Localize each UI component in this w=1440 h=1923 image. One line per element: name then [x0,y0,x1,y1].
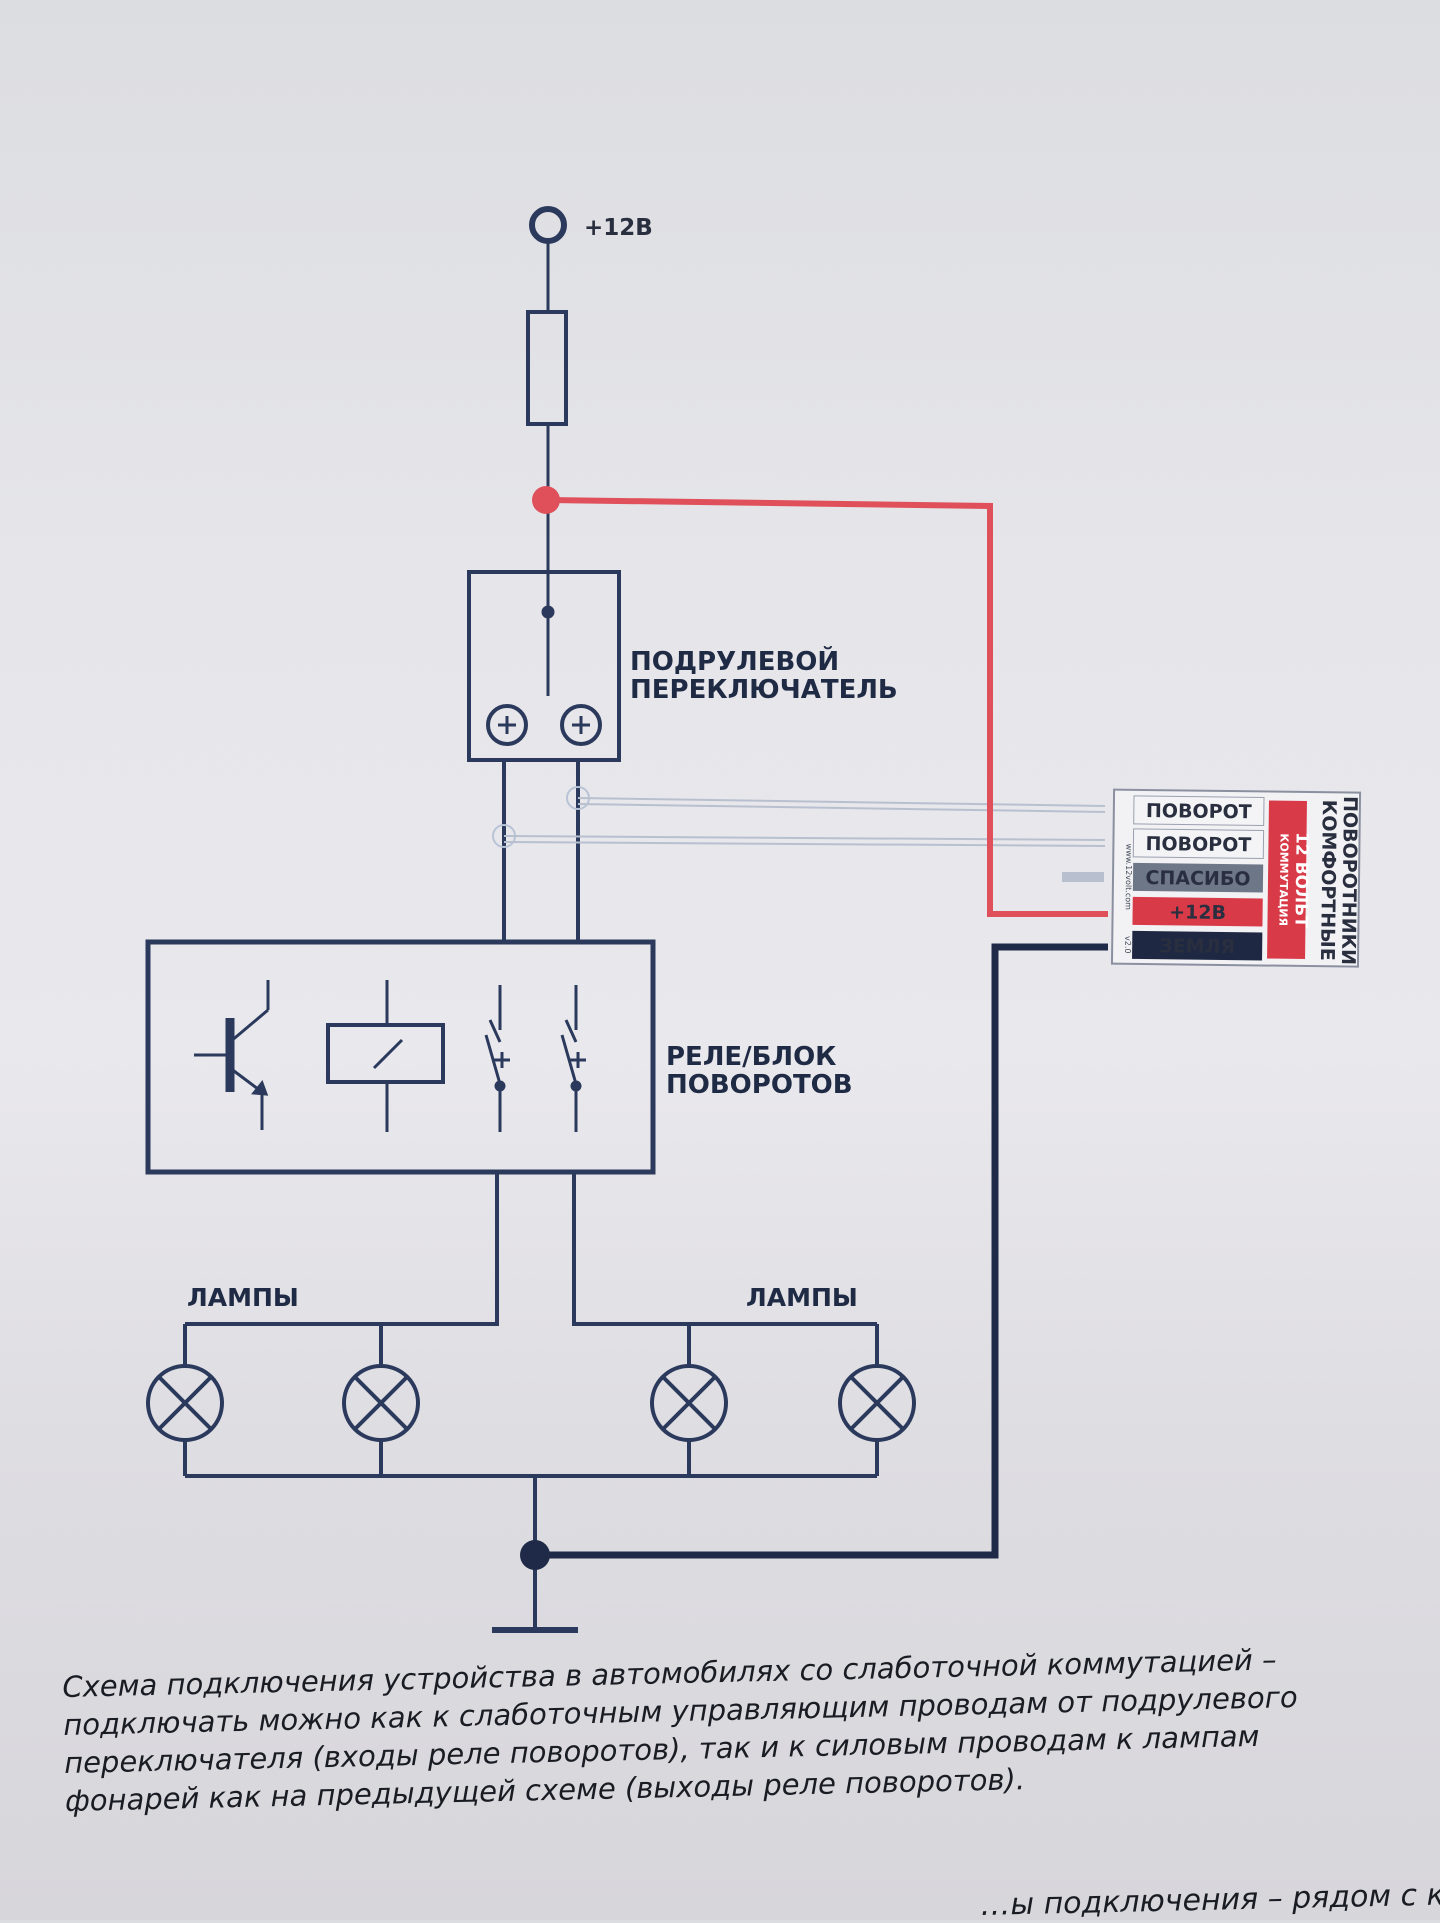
module-label: ПОВОРОТ ПОВОРОТ СПАСИБО +12В ЗЕМЛЯ www.1… [1110,788,1362,968]
switch-contact-right-icon [560,704,602,746]
steering-switch-box [467,570,621,762]
relay-contact-right-icon [560,985,586,1132]
module-pin-label: СПАСИБО [1145,867,1250,890]
switch-contact-left-icon [486,704,528,746]
lamp-icon [838,1364,916,1442]
diagram-caption: Схема подключения устройства в автомобил… [62,1637,1415,1820]
supply-label: +12В [584,215,653,241]
relay-output-left-wire [185,1172,499,1326]
lamp-icon [146,1364,224,1442]
module-pin-label: ЗЕМЛЯ [1159,935,1235,958]
ground-wire-to-module [520,943,1108,1570]
module-pin-spasibo [1132,862,1264,893]
steering-switch-label-line2: ПЕРЕКЛЮЧАТЕЛЬ [630,675,898,705]
relay-coil-icon [326,980,445,1132]
transistor-icon [194,980,270,1130]
module-pin-povorot-2 [1132,828,1265,859]
module-pin-label: ПОВОРОТ [1145,833,1251,856]
relay-label-line1: РЕЛЕ/БЛОК [666,1042,836,1072]
signal-wires [503,797,1106,847]
relay-output-right-wire [572,1172,877,1326]
lamps-label-right: ЛАМПЫ [746,1283,858,1312]
module-product-line1: КОМФОРТНЫЕ [1316,800,1340,961]
module-website: www.12volt.com [1124,844,1134,911]
module-pin-label: +12В [1169,901,1226,924]
relay-contact-left-icon [484,985,510,1132]
module-pin-plus12v [1132,896,1263,927]
module-pin-zemlya [1132,930,1263,961]
module-pin-label: ПОВОРОТ [1146,800,1252,823]
module-brand-line2: 12 ВОЛЬТ [1290,832,1311,928]
module-version: v2.0 [1123,936,1132,954]
lamp-icon [342,1364,420,1442]
steering-switch-label-line1: ПОДРУЛЕВОЙ [630,645,839,677]
module-product-line2: ПОВОРОТНИКИ [1337,796,1361,965]
module-brand-line1: КОММУТАЦИЯ [1276,833,1290,926]
power-wire-to-module [532,486,1108,917]
relay-box [145,939,656,1175]
module-pin-povorot-1 [1133,795,1265,826]
relay-label-line2: ПОВОРОТОВ [666,1070,853,1100]
fuse-icon [526,310,568,426]
supply-terminal-icon [529,206,567,244]
lamps-label-left: ЛАМПЫ [187,1283,299,1312]
lamp-icon [650,1364,728,1442]
